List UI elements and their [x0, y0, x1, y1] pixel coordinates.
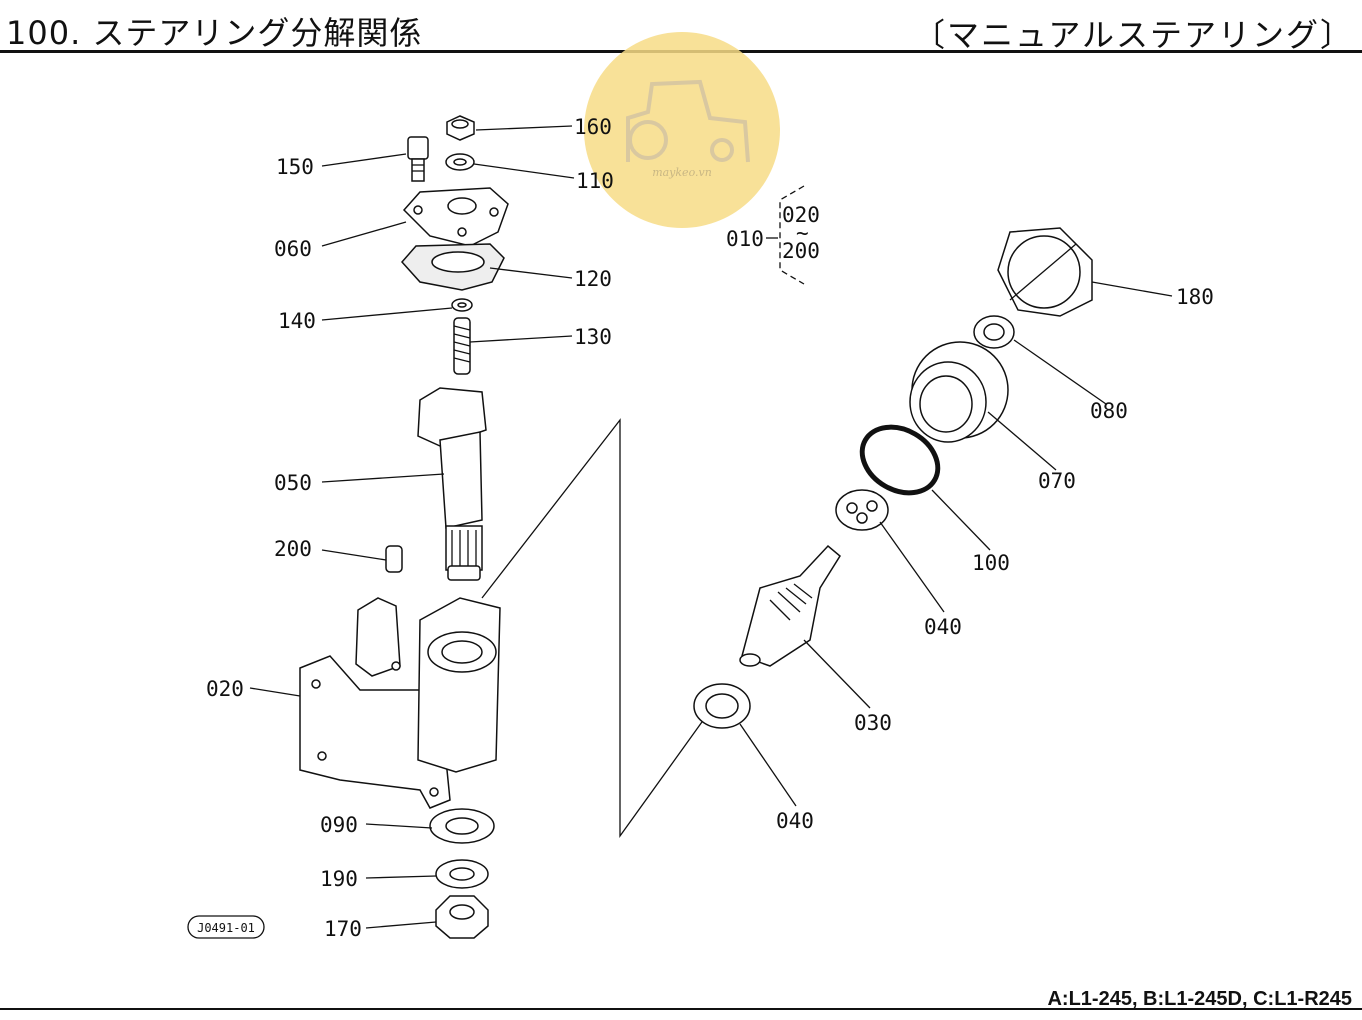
callout-040-lower: 040 [776, 809, 814, 833]
washer-190 [435, 859, 489, 889]
page-title: 100. ステアリング分解関係 [6, 14, 423, 52]
figure-code-badge: J0491-01 [187, 915, 265, 939]
group-range-bottom: 200 [782, 239, 820, 263]
gasket-120 [400, 243, 505, 291]
callout-080: 080 [1090, 399, 1128, 423]
group-range-top: 020 [782, 203, 820, 227]
bolt-150 [407, 136, 429, 182]
callout-090: 090 [320, 813, 358, 837]
callout-050: 050 [274, 471, 312, 495]
screw-130 [453, 317, 471, 375]
model-applicability: A:L1-245, B:L1-245D, C:L1-R245 [1047, 988, 1352, 1010]
group-range-sep: ~ [796, 221, 809, 245]
callout-150: 150 [276, 155, 314, 179]
washer-110 [445, 153, 475, 171]
nut-140 [451, 298, 473, 312]
nut-170 [435, 895, 489, 939]
callout-070: 070 [1038, 469, 1076, 493]
bearing-040-lower [693, 683, 751, 729]
callout-200: 200 [274, 537, 312, 561]
oring-100 [859, 424, 941, 496]
callout-110: 110 [576, 169, 614, 193]
sector-shaft-050 [417, 387, 487, 581]
callout-160: 160 [574, 115, 612, 139]
figure-code: J0491-01 [197, 921, 255, 935]
bearing-040-upper [835, 489, 889, 531]
callout-100: 100 [972, 551, 1010, 575]
plug-200 [385, 545, 403, 573]
seal-090 [429, 808, 495, 844]
assembly-group-010: 010 020 ~ 200 [726, 185, 820, 285]
category-label: 〔マニュアルステアリング〕 [912, 16, 1354, 54]
housing-020 [299, 597, 501, 809]
callout-030: 030 [854, 711, 892, 735]
watermark-logo: maykeo.vn [584, 32, 780, 228]
group-label: 010 [726, 227, 764, 251]
callout-140: 140 [278, 309, 316, 333]
callout-040-upper: 040 [924, 615, 962, 639]
callout-180: 180 [1176, 285, 1214, 309]
callout-120: 120 [574, 267, 612, 291]
assembly-link-line [481, 418, 713, 839]
cover-060 [402, 187, 509, 247]
footer-rule [0, 1008, 1362, 1010]
callout-190: 190 [320, 867, 358, 891]
cylinder-070 [909, 341, 1009, 443]
leader-lines [249, 125, 1173, 929]
callout-130: 130 [574, 325, 612, 349]
nut-160 [446, 115, 475, 141]
callout-060: 060 [274, 237, 312, 261]
bearing-080 [973, 315, 1015, 349]
callout-170: 170 [324, 917, 362, 941]
callout-020: 020 [206, 677, 244, 701]
watermark-text: maykeo.vn [652, 166, 712, 179]
cover-180 [997, 227, 1093, 317]
worm-shaft-030 [739, 544, 841, 667]
